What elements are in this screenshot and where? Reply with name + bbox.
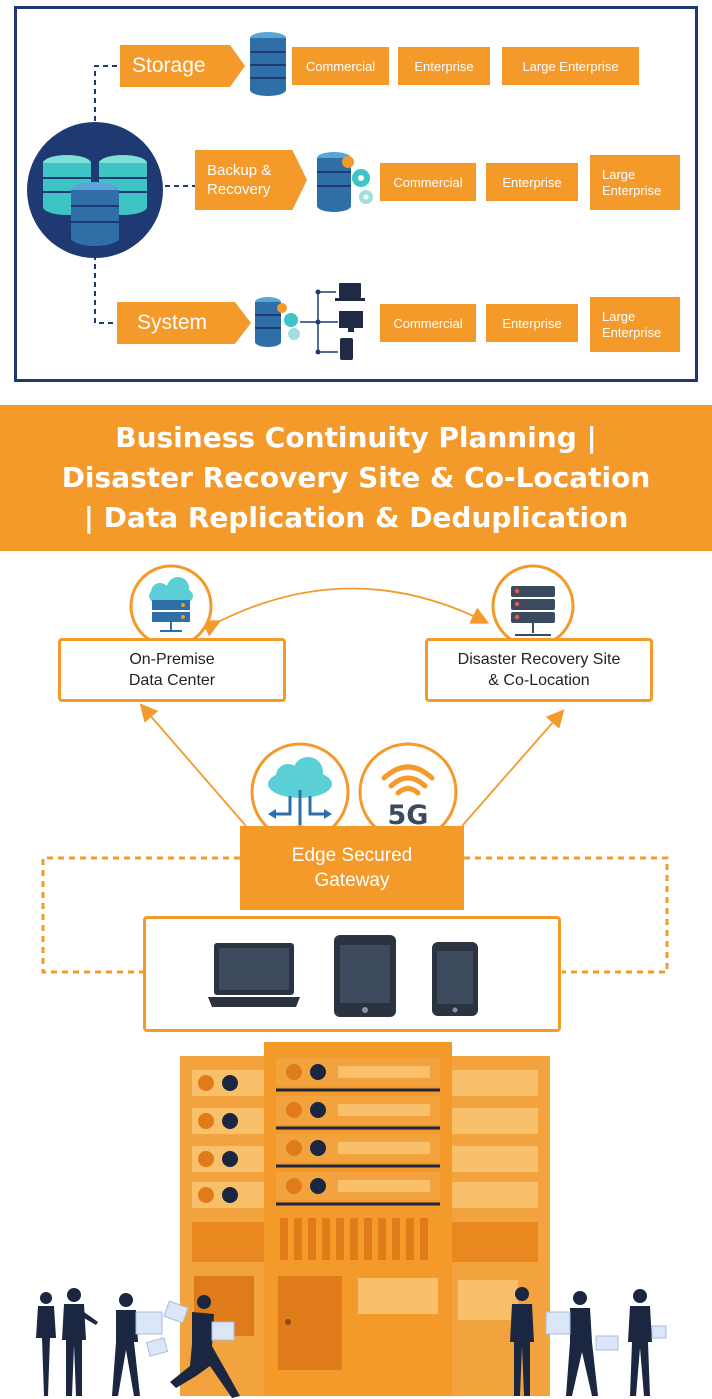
dr-site-line2: & Co-Location (488, 672, 590, 689)
on-premise-line2: Data Center (128, 672, 216, 689)
5g-badge-text: 5G (387, 800, 429, 831)
banner-line-3: | Data Replication & Deduplication (83, 501, 629, 534)
tablet-icon (334, 935, 396, 1017)
backup-tier-large-line1: Large (602, 166, 636, 182)
backup-database-gear-icon (317, 152, 373, 212)
system-tier-enterprise: Enterprise (486, 304, 578, 342)
arrow-to-drsite (461, 709, 565, 827)
system-tier-large-enterprise: Large Enterprise (590, 297, 680, 352)
gateway-line1: Edge Secured (291, 845, 413, 866)
storage-label: Storage (120, 45, 245, 87)
business-people-group (36, 1287, 652, 1398)
storage-label-text: Storage (132, 54, 206, 77)
backup-recovery-label: Backup & Recovery (195, 150, 307, 210)
backup-recovery-line1: Backup & (207, 162, 272, 179)
system-label: System (117, 302, 251, 344)
backup-tier-large-line2: Enterprise (602, 182, 662, 198)
center-server-rack (264, 1042, 452, 1396)
sync-arrow (201, 587, 490, 637)
system-tier-large-line1: Large (602, 308, 636, 324)
on-premise-box: On-Premise Data Center (58, 638, 286, 702)
backup-tier-large-enterprise: Large Enterprise (590, 155, 680, 210)
on-premise-line1: On-Premise (129, 651, 215, 668)
backup-tier-commercial: Commercial (380, 163, 476, 201)
right-server-rack (434, 1056, 550, 1396)
dr-site-server-rack-icon (491, 564, 575, 648)
storage-tier-commercial: Commercial (292, 47, 389, 85)
laptop-icon (208, 943, 300, 1007)
title-banner: Business Continuity Planning | Disaster … (0, 405, 712, 551)
tiers-panel-frame (14, 6, 698, 382)
storage-tier-enterprise: Enterprise (398, 47, 490, 85)
gateway-line2: Gateway (314, 870, 390, 891)
system-tier-commercial: Commercial (380, 304, 476, 342)
storage-tier-large-enterprise: Large Enterprise (502, 47, 639, 85)
database-cluster-icon (27, 122, 163, 258)
backup-recovery-line2: Recovery (207, 181, 271, 198)
banner-line-2: Disaster Recovery Site & Co-Location (61, 461, 651, 494)
tiers-panel-graphics (27, 32, 373, 360)
smartphone-icon (432, 942, 478, 1016)
edge-gateway-box: Edge Secured Gateway (240, 826, 464, 910)
system-label-text: System (137, 311, 208, 334)
dr-site-box: Disaster Recovery Site & Co-Location (425, 638, 653, 702)
arrow-to-onpremise (139, 703, 247, 827)
system-tier-large-line2: Enterprise (602, 324, 662, 340)
dr-site-line1: Disaster Recovery Site (457, 651, 621, 668)
storage-database-icon (250, 32, 286, 96)
banner-line-1: Business Continuity Planning | (115, 421, 597, 454)
system-database-devices-icon (255, 283, 365, 360)
backup-tier-enterprise: Enterprise (486, 163, 578, 201)
